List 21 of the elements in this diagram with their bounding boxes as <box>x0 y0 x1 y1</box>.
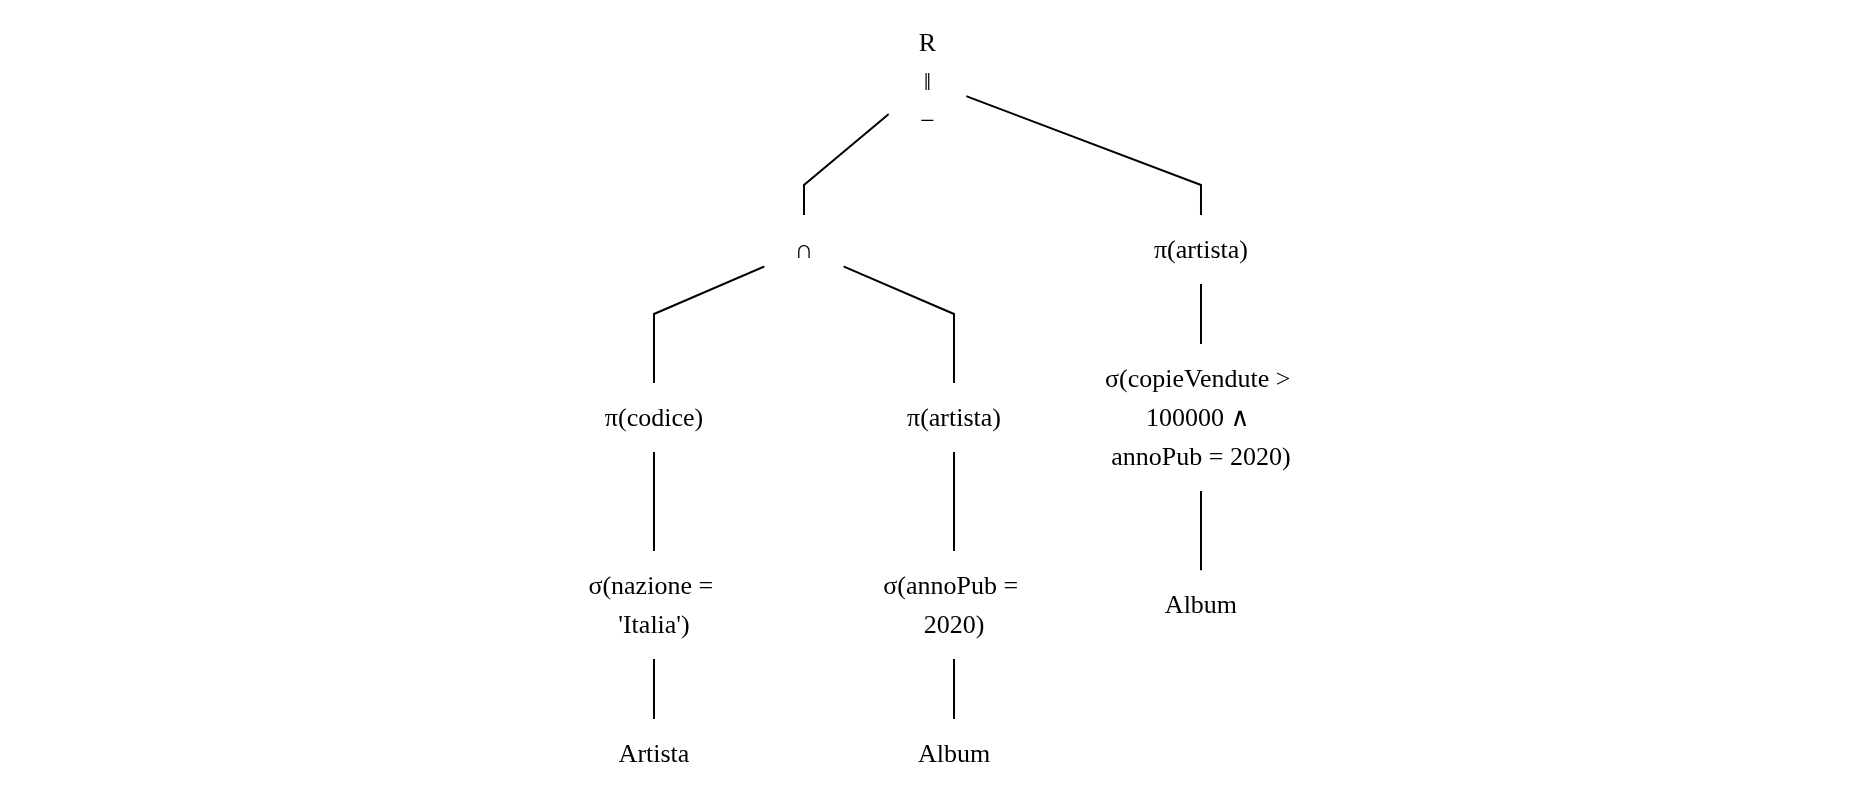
node-text: Artista <box>618 739 689 768</box>
connector <box>952 658 955 720</box>
connector <box>952 451 955 552</box>
node-text: σ(copieVendute > 100000 ∧ annoPub = 2020) <box>1104 364 1291 471</box>
node-text: π(artista) <box>1153 235 1248 264</box>
node-text: σ(annoPub = 2020) <box>882 571 1018 639</box>
node-text: σ(nazione = 'Italia') <box>587 571 713 639</box>
node-text: Album <box>1164 590 1237 620</box>
connector <box>802 112 890 216</box>
node-text: Album <box>917 739 990 768</box>
node-text: ∩ <box>794 235 813 264</box>
connector <box>1199 490 1202 572</box>
connector <box>652 451 655 552</box>
node-text: R ‖ − <box>918 28 936 135</box>
node-text: π(artista) <box>906 403 1001 432</box>
connector <box>841 265 955 384</box>
connector <box>652 658 655 720</box>
connector <box>964 95 1202 216</box>
node-text: π(codice) <box>604 403 703 432</box>
connector <box>1199 283 1202 345</box>
connector <box>652 265 766 384</box>
